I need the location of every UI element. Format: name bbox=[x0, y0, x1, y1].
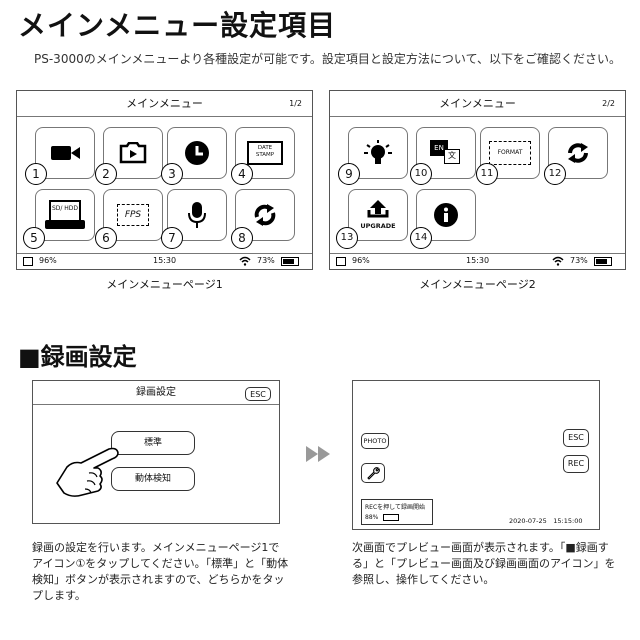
menu-tile-8[interactable] bbox=[235, 189, 295, 241]
battery-value: 88% bbox=[365, 514, 379, 521]
clock-icon bbox=[185, 141, 209, 165]
standard-button[interactable]: 標準 bbox=[111, 431, 195, 455]
motion-detect-button[interactable]: 動体検知 bbox=[111, 467, 195, 491]
language-icon: EN 文 bbox=[430, 140, 462, 166]
date-stamp-icon: DATE STAMP bbox=[247, 141, 283, 165]
menu-number: 2 bbox=[95, 163, 117, 185]
menu-number: 8 bbox=[231, 227, 253, 249]
status-panel: RECを押して録画開始 88% bbox=[361, 499, 433, 525]
playback-icon bbox=[119, 142, 147, 164]
menu-tile-5[interactable]: SD/ HDD bbox=[35, 189, 95, 241]
rec-settings-description: 録画の設定を行います。メインメニューページ1でアイコン①をタップしてください。「… bbox=[32, 541, 289, 602]
sd-hdd-label: SD/ HDD bbox=[49, 200, 81, 222]
clock-time: 15:30 bbox=[153, 256, 177, 265]
menu-screen-page1: メインメニュー 1/2 1 2 3 DATE STAMP 4 SD/ HDD 5… bbox=[16, 90, 313, 270]
page-indicator: 2/2 bbox=[602, 99, 615, 108]
storage-icon bbox=[23, 257, 33, 266]
battery-icon bbox=[594, 257, 612, 266]
esc-button[interactable]: ESC bbox=[245, 387, 271, 401]
settings-button[interactable] bbox=[361, 463, 385, 483]
menu-number: 6 bbox=[95, 227, 117, 249]
video-camera-icon bbox=[51, 146, 80, 160]
tap-hand-icon bbox=[56, 447, 119, 497]
caption-page2: メインメニューページ2 bbox=[419, 278, 536, 291]
rec-settings-screen: 録画設定 ESC 標準 動体検知 bbox=[32, 380, 280, 524]
storage-icon bbox=[336, 257, 346, 266]
wifi-value: 73% bbox=[257, 256, 275, 265]
info-icon bbox=[434, 203, 458, 227]
status-bar: 96% 15:30 73% bbox=[17, 253, 312, 269]
loop-icon bbox=[254, 204, 276, 226]
rec-settings-header: 録画設定 bbox=[33, 381, 279, 405]
storage-value: 96% bbox=[352, 256, 370, 265]
section-heading: ■録画設定 bbox=[18, 343, 137, 371]
format-icon: FORMAT bbox=[489, 141, 531, 165]
preview-screen: PHOTO ESC REC RECを押して録画開始 88% 2020-07-25… bbox=[352, 380, 600, 530]
rec-button[interactable]: REC bbox=[563, 455, 589, 473]
menu-number: 4 bbox=[231, 163, 253, 185]
clock-time: 15:30 bbox=[466, 256, 490, 265]
next-arrow-icon bbox=[306, 446, 330, 462]
fps-label: FPS bbox=[124, 210, 142, 220]
menu-tile-3[interactable] bbox=[167, 127, 227, 179]
menu-number: 7 bbox=[161, 227, 183, 249]
lightbulb-icon bbox=[364, 140, 392, 164]
menu-number: 13 bbox=[336, 227, 358, 249]
menu-title: メインメニュー bbox=[126, 97, 203, 110]
wifi-icon bbox=[239, 256, 251, 266]
esc-button[interactable]: ESC bbox=[563, 429, 589, 447]
caption-page1: メインメニューページ1 bbox=[106, 278, 223, 291]
language-label: EN bbox=[430, 140, 448, 156]
menu-header: メインメニュー 2/2 bbox=[330, 91, 625, 117]
date-stamp-label: DATE STAMP bbox=[249, 143, 281, 163]
battery-icon bbox=[281, 257, 299, 266]
microphone-icon bbox=[188, 202, 206, 228]
menu-number: 11 bbox=[476, 163, 498, 185]
upgrade-label: UPGRADE bbox=[360, 222, 396, 230]
sd-hdd-icon: SD/ HDD bbox=[45, 200, 85, 230]
storage-value: 96% bbox=[39, 256, 57, 265]
reset-icon bbox=[568, 143, 588, 163]
preview-datetime: 2020-07-25 15:15:00 bbox=[509, 517, 583, 525]
wifi-icon bbox=[552, 256, 564, 266]
intro-text: PS-3000のメインメニューより各種設定が可能です。設定項目と設定方法について… bbox=[34, 52, 621, 66]
menu-number: 14 bbox=[410, 227, 432, 249]
rec-hint: RECを押して録画開始 bbox=[365, 504, 425, 511]
menu-tile-13[interactable]: UPGRADE bbox=[348, 189, 408, 241]
menu-title: メインメニュー bbox=[439, 97, 516, 110]
wifi-value: 73% bbox=[570, 256, 588, 265]
battery-icon bbox=[383, 514, 399, 521]
preview-description: 次画面でプレビュー画面が表示されます。「■録画する」と「プレビュー画面及び録画画… bbox=[352, 541, 616, 586]
wrench-icon bbox=[367, 467, 380, 480]
menu-screen-page2: メインメニュー 2/2 9 EN 文 10 FORMAT 11 12 UPGRA… bbox=[329, 90, 626, 270]
menu-number: 3 bbox=[161, 163, 183, 185]
format-label: FORMAT bbox=[497, 149, 523, 156]
menu-header: メインメニュー 1/2 bbox=[17, 91, 312, 117]
menu-number: 1 bbox=[25, 163, 47, 185]
photo-button[interactable]: PHOTO bbox=[361, 433, 389, 449]
page-indicator: 1/2 bbox=[289, 99, 302, 108]
menu-number: 5 bbox=[23, 227, 45, 249]
menu-number: 12 bbox=[544, 163, 566, 185]
rec-settings-title: 録画設定 bbox=[136, 387, 176, 398]
menu-number: 10 bbox=[410, 163, 432, 185]
status-bar: 96% 15:30 73% bbox=[330, 253, 625, 269]
upgrade-icon: UPGRADE bbox=[360, 200, 396, 230]
fps-icon: FPS bbox=[117, 204, 149, 226]
page-title: メインメニュー設定項目 bbox=[18, 9, 337, 42]
menu-number: 9 bbox=[338, 163, 360, 185]
